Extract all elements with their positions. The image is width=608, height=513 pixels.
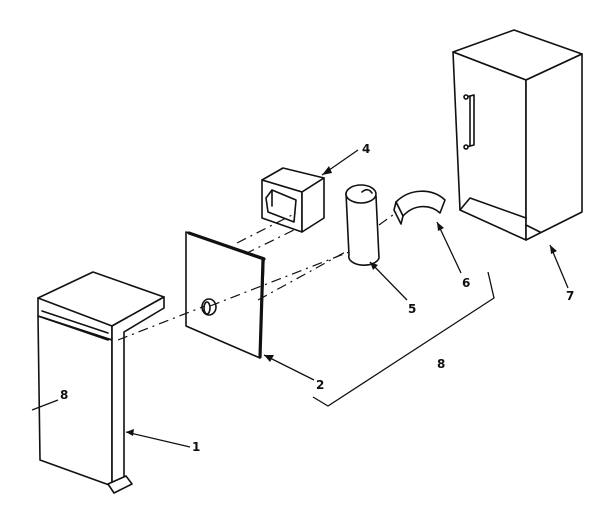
part-5-cylinder: [345, 184, 380, 266]
callout-1: 1: [192, 440, 200, 454]
part-4-cube-block: [261, 167, 325, 233]
part-1-side-flange: [111, 296, 165, 487]
part-7-handle: [463, 94, 475, 150]
callout-8-group: 8: [437, 357, 445, 371]
callout-6: 6: [462, 276, 470, 290]
group-8-bracket: [312, 271, 495, 407]
callout-5: 5: [408, 302, 416, 316]
callout-8-cover: 8: [60, 388, 68, 402]
part-1-bracket-cover: [37, 271, 165, 494]
part-7-cabinet-shell: [452, 29, 583, 241]
leader-8a: [31, 399, 59, 411]
align-line-6: [378, 211, 398, 226]
part-4-channel: [265, 189, 297, 223]
part-6-tab: [393, 201, 404, 225]
leader-lines: [31, 149, 569, 448]
alignment-lines: [117, 211, 398, 341]
align-line-5: [257, 249, 350, 301]
align-line-2: [209, 251, 350, 307]
part-5-notch: [361, 188, 373, 194]
part-6-strap-clip: [393, 190, 446, 225]
part-2-top-edge: [187, 231, 266, 261]
part-2-plate: [185, 231, 266, 359]
part-1-front: [37, 315, 113, 487]
part-1-foot: [107, 475, 133, 494]
part-2-side-edge: [258, 258, 265, 359]
part-5-top: [345, 184, 377, 204]
part-7-floor-edge: [459, 197, 527, 219]
align-line-4: [244, 227, 299, 255]
part-7-right-panel: [525, 53, 583, 241]
callout-7: 7: [566, 289, 574, 303]
callout-2: 2: [316, 378, 324, 392]
leader-1: [125, 431, 191, 448]
part-7-flange: [525, 224, 541, 233]
part-6-strap: [395, 190, 446, 217]
part-4-side: [301, 177, 325, 233]
leader-2: [263, 354, 315, 381]
callout-labels: 4 2 5 6 7 8 1 8: [60, 142, 574, 454]
align-line-1: [117, 305, 206, 341]
leader-5: [369, 261, 408, 301]
callout-4: 4: [362, 142, 370, 156]
leader-6: [436, 221, 462, 274]
part-5-body: [345, 192, 380, 266]
